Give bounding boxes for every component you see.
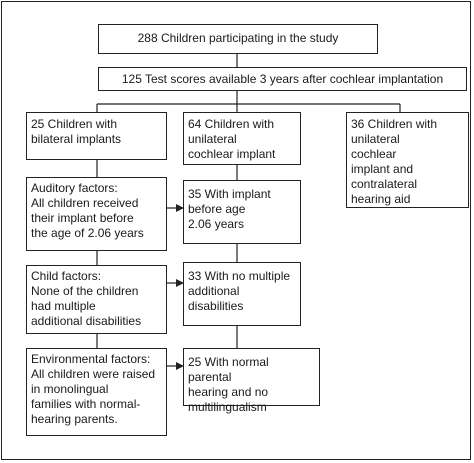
bilateral-implants-box: 25 Children with bilateral implants xyxy=(26,112,167,160)
test-scores-box: 125 Test scores available 3 years after … xyxy=(98,67,467,91)
implant-before-age-box: 35 With implant before age 2.06 years xyxy=(183,180,301,244)
environmental-factors-box: Environmental factors: All children were… xyxy=(26,348,167,436)
normal-parental-hearing-box: 25 With normal parental hearing and no m… xyxy=(183,348,320,414)
hearing-aid-box: 36 Children with unilateral cochlear imp… xyxy=(346,112,469,208)
auditory-factors-box: Auditory factors: All children received … xyxy=(26,177,167,251)
unilateral-implant-box: 64 Children with unilateral cochlear imp… xyxy=(183,112,301,165)
child-factors-box: Child factors: None of the children had … xyxy=(26,265,167,334)
no-multiple-disabilities-box: 33 With no multiple additional disabilit… xyxy=(183,262,301,326)
participants-box: 288 Children participating in the study xyxy=(98,24,378,54)
